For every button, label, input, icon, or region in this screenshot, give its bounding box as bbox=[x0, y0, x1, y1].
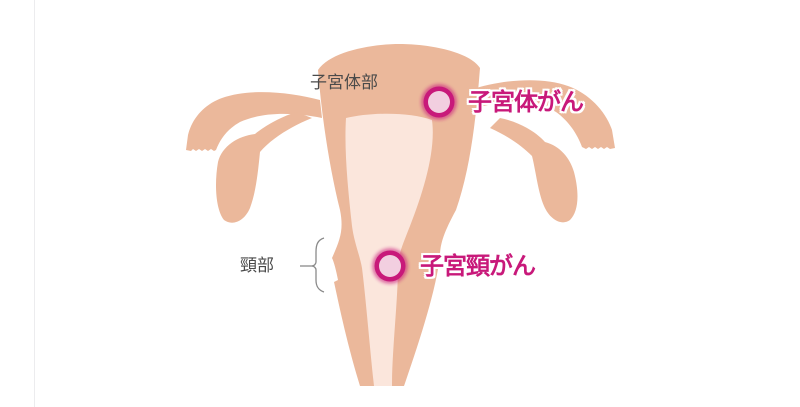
right-fallopian-tube bbox=[470, 80, 615, 149]
left-divider-line bbox=[34, 0, 35, 407]
right-ovary bbox=[490, 118, 578, 223]
cervical-cancer-label: 子宮頸がん bbox=[420, 252, 536, 280]
cervix-region-label: 頸部 bbox=[240, 256, 274, 276]
left-ovary bbox=[216, 112, 312, 223]
endometrial-cancer-label: 子宮体がん bbox=[468, 88, 584, 116]
left-fallopian-tube bbox=[186, 92, 322, 151]
cervix-bracket bbox=[300, 237, 325, 293]
marker-endometrial bbox=[421, 84, 457, 120]
body-region-label: 子宮体部 bbox=[310, 73, 378, 93]
marker-cervical bbox=[372, 248, 408, 284]
